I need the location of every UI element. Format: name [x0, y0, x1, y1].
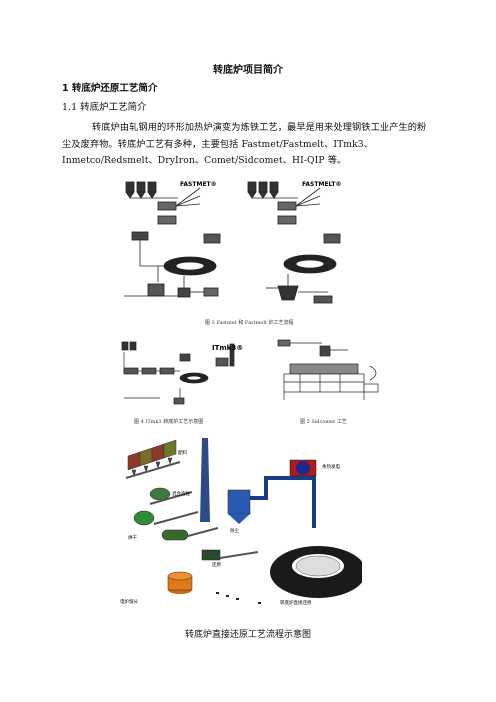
itmk3-logo: ITmk3® — [212, 344, 243, 352]
rotary-hearth-process-illustration: 配料 混合造粒 烘干 还原 电炉熔分 除尘 余热发电 转底炉直接还原 — [120, 438, 362, 606]
subsection-heading: 1.1 转底炉工艺简介 — [62, 102, 147, 113]
label-waste-heat-power: 余热发电 — [322, 463, 340, 470]
figure-caption: 转底炉直接还原工艺流程示意图 — [184, 630, 311, 640]
figure-4-caption: 图 4 ITmk3 转底炉工艺示意图 — [134, 419, 204, 425]
figure-3-caption: 图 3 Fastmet 和 Fastmelt 炉工艺流程 — [205, 320, 294, 326]
intro-paragraph: 转底炉由轧钢用的环形加热炉演变为炼铁工艺，最早是用来处理钢铁工业产生的粉尘及废弃… — [62, 122, 427, 166]
label-raw-material: 配料 — [178, 449, 187, 456]
fastmet-fastmelt-diagram: FASTMET® FASTMELT® — [124, 181, 341, 304]
section-heading: 1 转底炉还原工艺简介 — [62, 83, 158, 94]
label-reduction: 还原 — [212, 561, 221, 568]
label-mix-granulate: 混合造粒 — [172, 490, 190, 497]
label-electric-melting: 电炉熔分 — [120, 598, 138, 605]
fastmelt-logo: FASTMELT® — [302, 181, 341, 188]
label-dust-removal: 除尘 — [230, 527, 239, 534]
sidcomet-diagram — [277, 339, 379, 400]
figure-5-caption: 图 5 Sidcomet 工艺 — [300, 419, 347, 425]
fastmet-logo: FASTMET® — [180, 181, 217, 188]
itmk3-diagram: ITmk3® — [121, 341, 243, 405]
label-drying: 烘干 — [128, 534, 137, 541]
label-rotary-hearth: 转底炉直接还原 — [280, 599, 312, 606]
page-title: 转底炉项目简介 — [213, 65, 283, 76]
